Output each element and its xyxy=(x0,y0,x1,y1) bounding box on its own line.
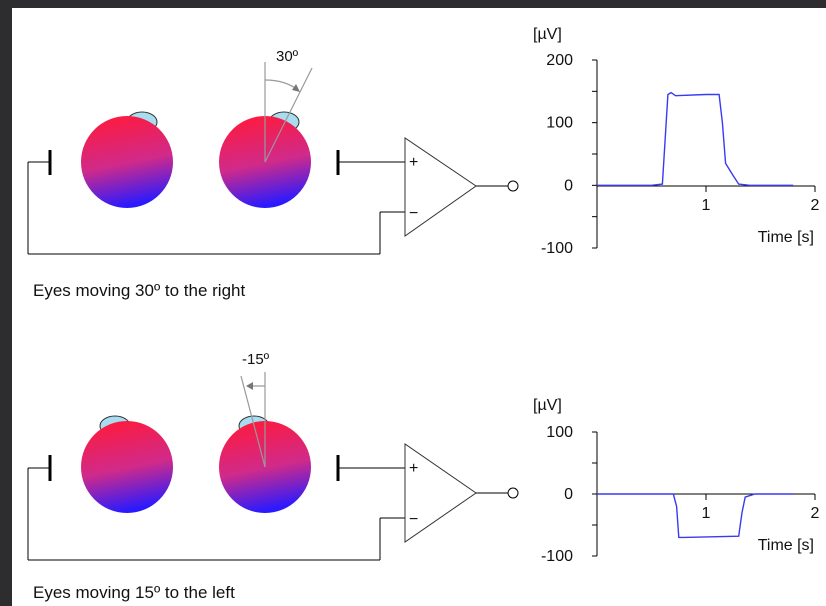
y-unit-label: [µV] xyxy=(533,26,562,43)
y-unit-label: [µV] xyxy=(533,397,562,414)
signal-line xyxy=(597,493,794,539)
panel-caption: Eyes moving 30º to the right xyxy=(33,281,245,300)
y-tick-label: 100 xyxy=(546,115,573,132)
y-tick-label: 0 xyxy=(564,486,573,503)
output-terminal xyxy=(507,487,519,499)
output-terminal xyxy=(507,180,519,192)
window-top-edge xyxy=(0,0,826,8)
arrow-icon xyxy=(292,84,300,92)
y-tick-label: 100 xyxy=(546,424,573,441)
x-axis-label: Time [s] xyxy=(758,229,814,246)
y-tick-label: -100 xyxy=(541,548,573,565)
arrow-icon xyxy=(246,382,253,390)
x-tick-label: 2 xyxy=(811,197,820,214)
x-tick-label: 1 xyxy=(702,197,711,214)
y-tick-label: -100 xyxy=(541,240,573,257)
signal-chart-top: 200 100 0 -100 1 2 [µV] Time [s] xyxy=(533,26,820,257)
left-eye xyxy=(81,116,173,208)
gaze-line xyxy=(240,375,266,468)
angle-label: 30º xyxy=(276,48,299,65)
y-tick-label: 200 xyxy=(546,52,573,69)
gaze-line xyxy=(264,67,313,163)
x-tick-label: 1 xyxy=(702,505,711,522)
y-tick-label: 0 xyxy=(564,177,573,194)
amplifier-icon xyxy=(404,137,477,237)
signal-line xyxy=(597,91,794,187)
minus-sign: − xyxy=(409,205,418,222)
x-tick-label: 2 xyxy=(811,505,820,522)
window-left-edge xyxy=(0,0,12,606)
left-eye xyxy=(81,421,173,513)
panel-top: 30º + − Eyes moving 30º to the right 200… xyxy=(27,26,820,300)
plus-sign: + xyxy=(409,460,418,477)
signal-chart-bottom: 100 0 -100 1 2 [µV] Time [s] xyxy=(533,397,820,565)
x-axis-label: Time [s] xyxy=(758,537,814,554)
panel-caption: Eyes moving 15º to the left xyxy=(33,583,235,602)
plus-sign: + xyxy=(409,154,418,171)
amplifier-icon xyxy=(404,443,477,543)
angle-label: -15º xyxy=(242,351,270,368)
minus-sign: − xyxy=(409,511,418,528)
panel-bottom: -15º + − Eyes moving 15º to the left 100… xyxy=(27,351,820,602)
